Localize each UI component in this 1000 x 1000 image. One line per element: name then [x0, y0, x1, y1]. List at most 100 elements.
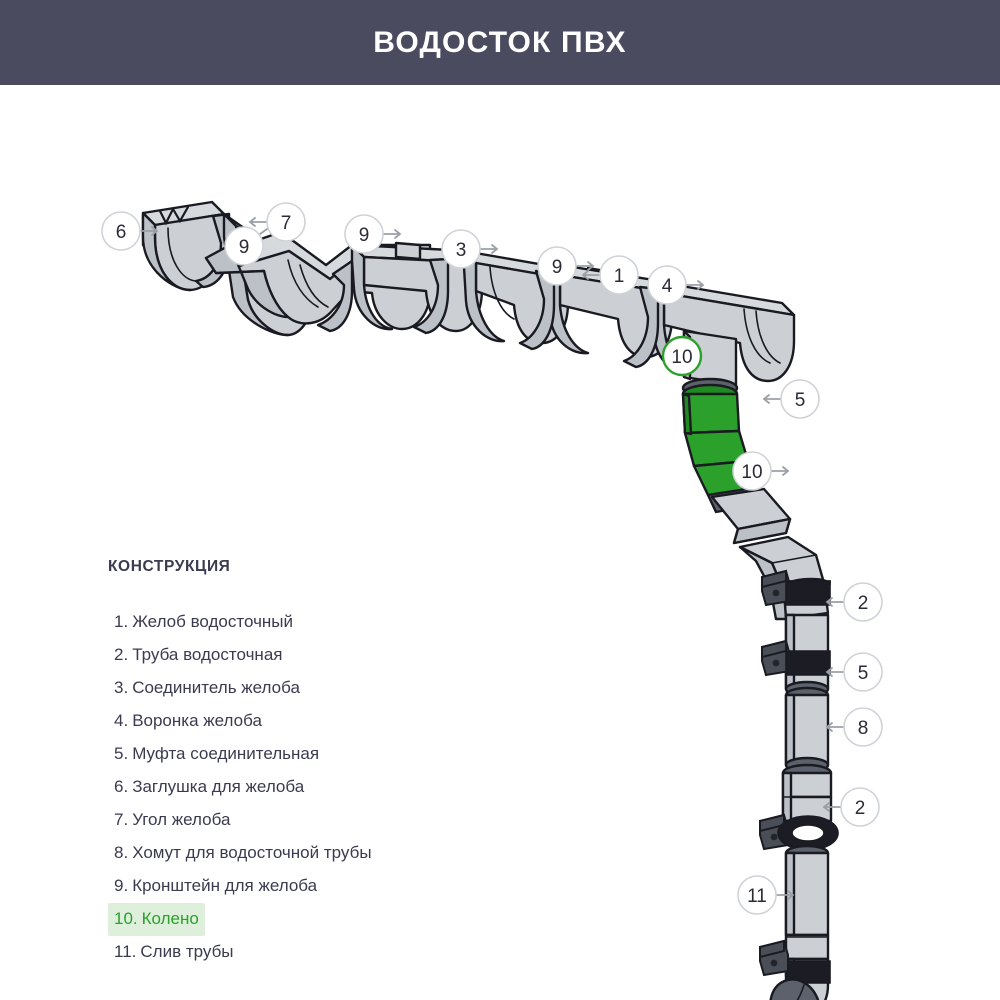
legend-item-label: Заглушка для желоба [132, 777, 305, 796]
callout-circle[interactable] [661, 335, 703, 377]
pipe-clamp-2 [761, 639, 831, 677]
legend-item-10[interactable]: 10.Колено [108, 903, 528, 936]
legend-item-number: 9. [114, 876, 129, 895]
callout-arrow [576, 261, 595, 271]
downpipe-segment-3 [784, 844, 830, 937]
callout-number: 5 [795, 390, 806, 411]
legend-item-label: Желоб водосточный [132, 612, 294, 631]
callout-6[interactable]: 6 [101, 211, 159, 251]
callout-circle[interactable] [840, 787, 880, 827]
legend-item-number: 4. [114, 711, 129, 730]
callout-10b[interactable]: 10 [732, 451, 790, 491]
callout-arrow [762, 394, 781, 404]
callout-8[interactable]: 8 [825, 707, 883, 747]
legend-item-9[interactable]: 9.Кронштейн для желоба [108, 870, 528, 903]
callout-arrow [140, 226, 159, 236]
downpipe-segment-2 [784, 686, 830, 774]
callout-number: 4 [662, 276, 673, 297]
gutter-bracket-part-3 [412, 257, 450, 335]
callout-number: 7 [281, 213, 292, 234]
callout-2a[interactable]: 2 [825, 582, 883, 622]
legend-item-inner: 5.Муфта соединительная [108, 738, 325, 771]
callout-arrow [686, 280, 705, 290]
gutter-bracket-part-2 [316, 259, 354, 333]
callout-9c[interactable]: 9 [537, 246, 595, 286]
legend-item-8[interactable]: 8.Хомут для водосточной трубы [108, 837, 528, 870]
legend-item-inner: 11.Слив трубы [108, 936, 240, 969]
callout-arrow [776, 890, 795, 900]
callout-circle[interactable] [732, 451, 772, 491]
callout-circle[interactable] [780, 379, 820, 419]
callout-circle[interactable] [737, 875, 777, 915]
legend-item-2[interactable]: 2.Труба водосточная [108, 639, 528, 672]
callout-circle[interactable] [843, 707, 883, 747]
legend-item-4[interactable]: 4.Воронка желоба [108, 705, 528, 738]
callout-10a[interactable]: 10 [661, 335, 703, 377]
callout-circle[interactable] [537, 246, 577, 286]
legend-item-5[interactable]: 5.Муфта соединительная [108, 738, 528, 771]
callout-circle[interactable] [441, 229, 481, 269]
callout-arrow [822, 802, 841, 812]
legend-item-11[interactable]: 11.Слив трубы [108, 936, 528, 969]
callout-1[interactable]: 1 [581, 255, 639, 295]
callout-circle[interactable] [101, 211, 141, 251]
callout-5a[interactable]: 5 [762, 379, 820, 419]
legend-heading: КОНСТРУКЦИЯ [108, 558, 231, 575]
gutter-end-cap-part [141, 200, 226, 292]
gutter-tab [394, 241, 422, 261]
callout-circle[interactable] [599, 255, 639, 295]
callout-circle[interactable] [647, 265, 687, 305]
legend-item-number: 8. [114, 843, 129, 862]
callout-arrow [248, 217, 267, 227]
drain-bracket [759, 939, 789, 977]
callout-number: 5 [858, 663, 869, 684]
legend-item-number: 6. [114, 777, 129, 796]
callout-circle[interactable] [266, 202, 306, 242]
legend-item-1[interactable]: 1.Желоб водосточный [108, 606, 528, 639]
callout-arrow [825, 722, 844, 732]
legend-item-label: Труба водосточная [132, 645, 283, 664]
callout-5b[interactable]: 5 [825, 652, 883, 692]
callout-arrow [383, 229, 402, 239]
callout-circle[interactable] [344, 214, 384, 254]
legend-item-inner: 4.Воронка желоба [108, 705, 268, 738]
callout-number: 11 [747, 886, 767, 907]
callout-number: 6 [116, 222, 127, 243]
legend-item-number: 10. [114, 909, 138, 928]
callout-7[interactable]: 7 [248, 202, 306, 242]
legend-item-inner: 8.Хомут для водосточной трубы [108, 837, 378, 870]
callout-9a[interactable]: 9 [224, 222, 276, 266]
gutter-bracket-part-4 [518, 269, 556, 351]
drainage-system-diagram: .bd{fill:#ccd0d4;stroke:#1a1a22;stroke-w… [0, 85, 1000, 1000]
callout-2b[interactable]: 2 [822, 787, 880, 827]
legend-item-6[interactable]: 6.Заглушка для желоба [108, 771, 528, 804]
legend-item-label: Слив трубы [140, 942, 234, 961]
legend-item-number: 5. [114, 744, 129, 763]
legend-item-inner: 9.Кронштейн для желоба [108, 870, 323, 903]
legend-item-inner: 7.Угол желоба [108, 804, 236, 837]
callout-number: 8 [858, 718, 869, 739]
callout-circle[interactable] [224, 226, 264, 266]
callout-11[interactable]: 11 [737, 875, 795, 915]
callout-number: 2 [858, 593, 869, 614]
legend-item-3[interactable]: 3.Соединитель желоба [108, 672, 528, 705]
legend-item-7[interactable]: 7.Угол желоба [108, 804, 528, 837]
pipe-clamp-3 [759, 813, 839, 851]
legend-item-label: Угол желоба [132, 810, 231, 829]
callout-4[interactable]: 4 [647, 265, 705, 305]
callout-arrow [771, 466, 790, 476]
callout-3[interactable]: 3 [441, 229, 499, 269]
legend-item-label: Колено [141, 909, 199, 928]
callout-circle[interactable] [843, 582, 883, 622]
legend-item-number: 1. [114, 612, 129, 631]
callout-circle[interactable] [843, 652, 883, 692]
legend-item-label: Хомут для водосточной трубы [132, 843, 372, 862]
legend-item-inner: 3.Соединитель желоба [108, 672, 306, 705]
callout-arrow [581, 270, 600, 280]
callout-arrow [480, 244, 499, 254]
callout-9b[interactable]: 9 [344, 214, 402, 254]
legend-item-label: Воронка желоба [132, 711, 262, 730]
callout-number: 9 [359, 225, 370, 246]
